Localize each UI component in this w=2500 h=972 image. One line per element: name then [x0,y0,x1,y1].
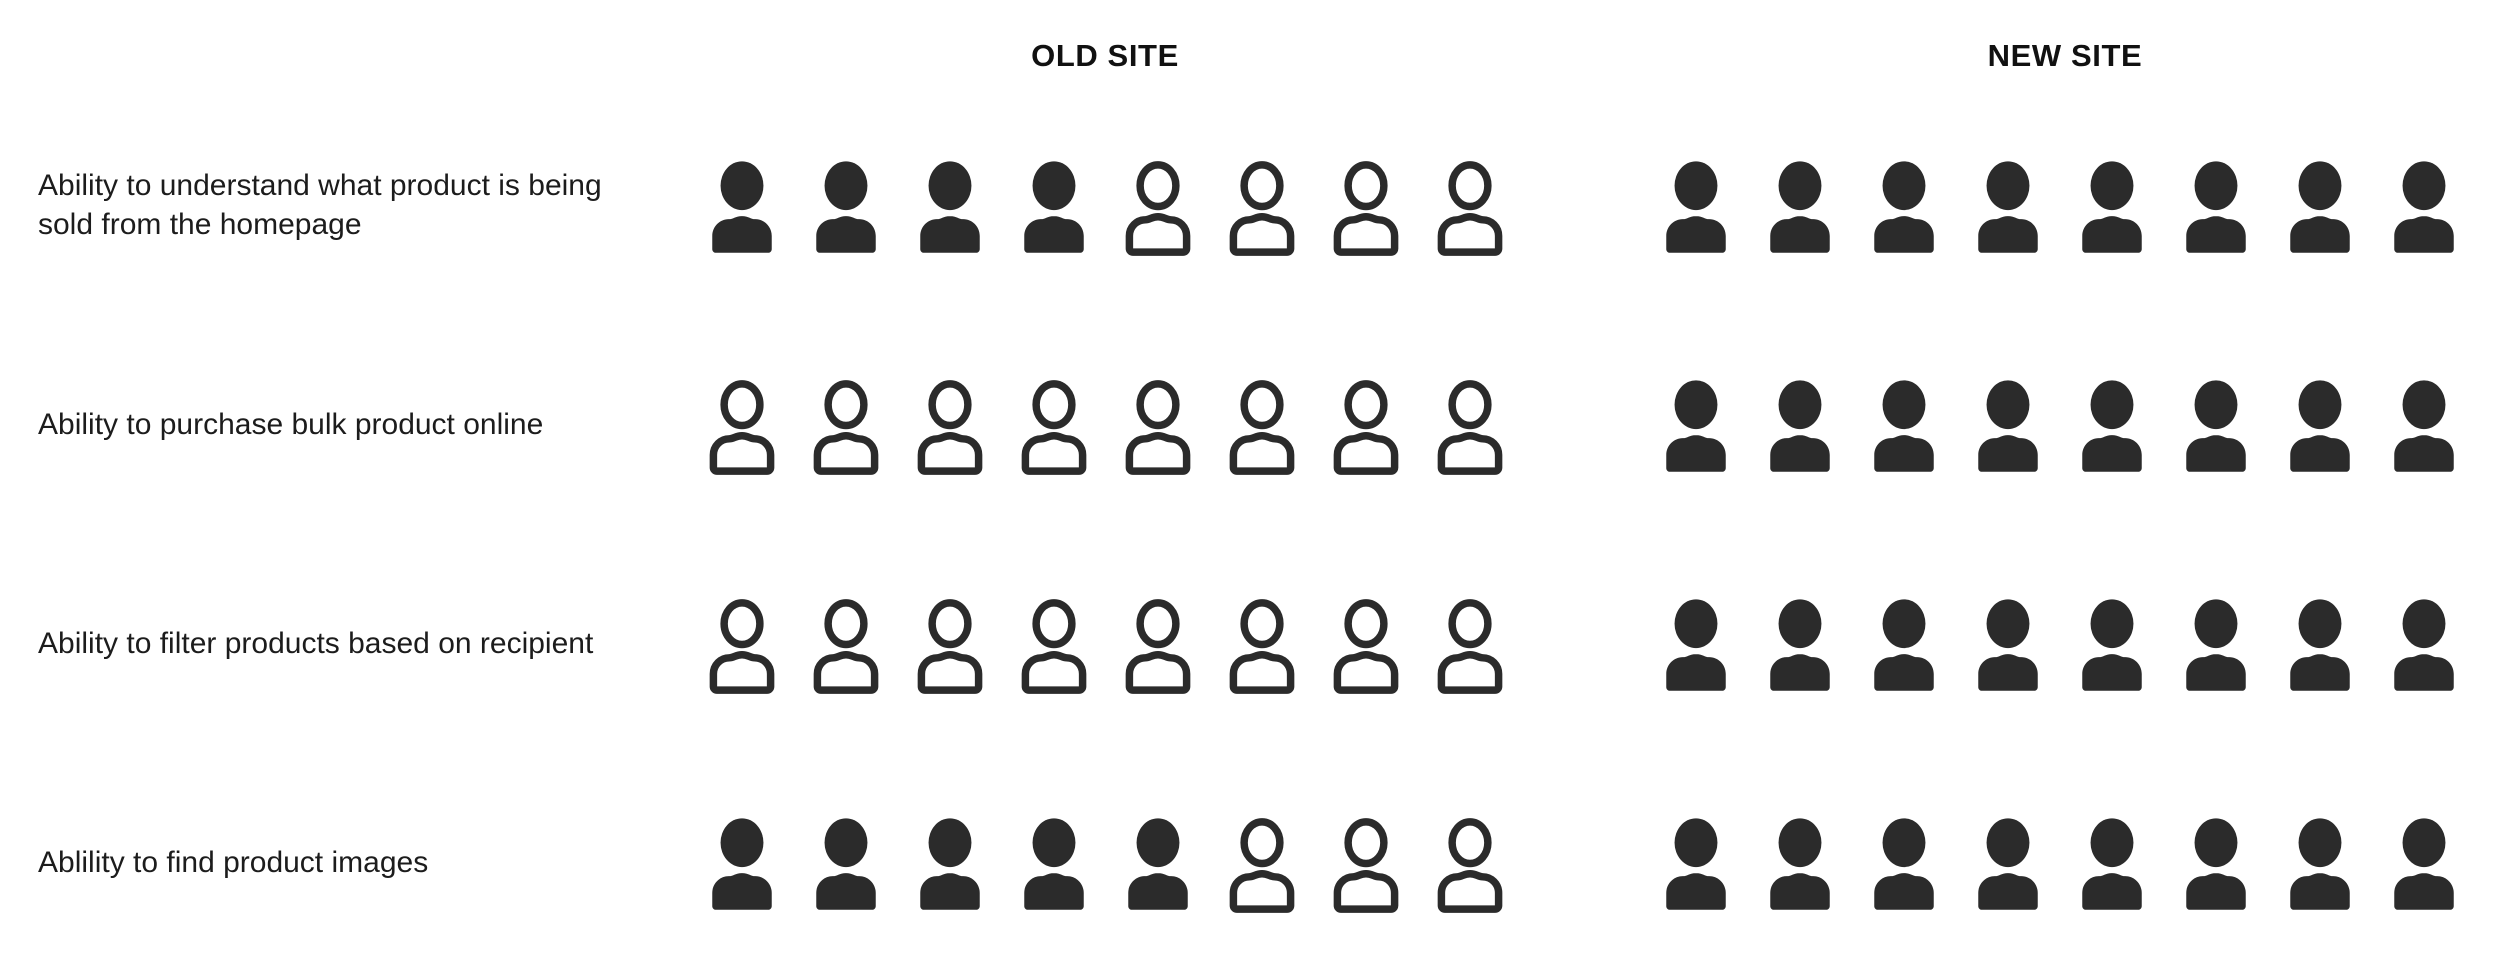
person-filled-icon [2372,811,2476,915]
person-outline-icon [1314,373,1418,477]
person-outline-icon [1106,592,1210,696]
person-outline-icon [1314,811,1418,915]
person-filled-icon [2060,811,2164,915]
person-filled-icon [1644,373,1748,477]
person-filled-icon [1748,592,1852,696]
person-filled-icon [2060,592,2164,696]
person-outline-icon [1002,592,1106,696]
person-filled-icon [1748,811,1852,915]
metric-row: Ability to filter products based on reci… [0,534,2500,753]
person-outline-icon [1210,592,1314,696]
person-outline-icon [1418,373,1522,477]
column-header-new-site: NEW SITE [1987,38,2143,73]
person-outline-icon [1106,154,1210,258]
icon-group-old [690,592,1522,696]
person-filled-icon [1644,811,1748,915]
person-filled-icon [898,154,1002,258]
person-filled-icon [2164,154,2268,258]
person-filled-icon [794,811,898,915]
person-outline-icon [898,592,1002,696]
person-filled-icon [2268,592,2372,696]
person-filled-icon [1644,154,1748,258]
metric-rows: Ability to understand what product is be… [0,96,2500,972]
person-filled-icon [2164,373,2268,477]
person-filled-icon [2060,154,2164,258]
metric-label: Ability to filter products based on reci… [38,626,594,660]
person-outline-icon [794,592,898,696]
person-filled-icon [2268,811,2372,915]
icon-group-old [690,154,1522,258]
person-filled-icon [1002,811,1106,915]
person-outline-icon [1418,592,1522,696]
person-filled-icon [2372,373,2476,477]
person-outline-icon [1210,811,1314,915]
metric-label: Ablility to find product images [38,845,429,879]
person-outline-icon [690,592,794,696]
metric-label: Ability to purchase bulk product online [38,407,544,441]
person-outline-icon [1210,154,1314,258]
icon-group-new [1644,154,2476,258]
person-filled-icon [2372,154,2476,258]
person-filled-icon [1956,592,2060,696]
person-filled-icon [690,154,794,258]
person-filled-icon [690,811,794,915]
person-filled-icon [2268,373,2372,477]
person-filled-icon [2268,154,2372,258]
person-filled-icon [1956,811,2060,915]
person-filled-icon [2164,811,2268,915]
person-outline-icon [1418,811,1522,915]
icon-group-new [1644,373,2476,477]
person-filled-icon [2060,373,2164,477]
metric-row: Ability to understand what product is be… [0,96,2500,315]
person-outline-icon [1210,373,1314,477]
person-filled-icon [2164,592,2268,696]
person-outline-icon [794,373,898,477]
person-outline-icon [1002,373,1106,477]
icon-group-new [1644,592,2476,696]
icon-group-new [1644,811,2476,915]
person-filled-icon [1852,592,1956,696]
person-filled-icon [1852,154,1956,258]
icon-group-old [690,373,1522,477]
person-filled-icon [1106,811,1210,915]
person-filled-icon [1748,373,1852,477]
person-filled-icon [1852,373,1956,477]
column-header-old-site: OLD SITE [1031,38,1179,73]
person-filled-icon [1644,592,1748,696]
person-outline-icon [898,373,1002,477]
column-headers: OLD SITE NEW SITE [0,0,2500,96]
person-filled-icon [1852,811,1956,915]
person-outline-icon [690,373,794,477]
person-filled-icon [1002,154,1106,258]
person-outline-icon [1418,154,1522,258]
person-filled-icon [1956,373,2060,477]
person-filled-icon [1748,154,1852,258]
person-filled-icon [794,154,898,258]
person-outline-icon [1314,154,1418,258]
person-filled-icon [1956,154,2060,258]
metric-row: Ablility to find product images [0,753,2500,972]
person-outline-icon [1314,592,1418,696]
person-filled-icon [2372,592,2476,696]
metric-label: Ability to understand what product is be… [38,168,602,242]
metric-row: Ability to purchase bulk product online [0,315,2500,534]
person-filled-icon [898,811,1002,915]
person-outline-icon [1106,373,1210,477]
icon-group-old [690,811,1522,915]
